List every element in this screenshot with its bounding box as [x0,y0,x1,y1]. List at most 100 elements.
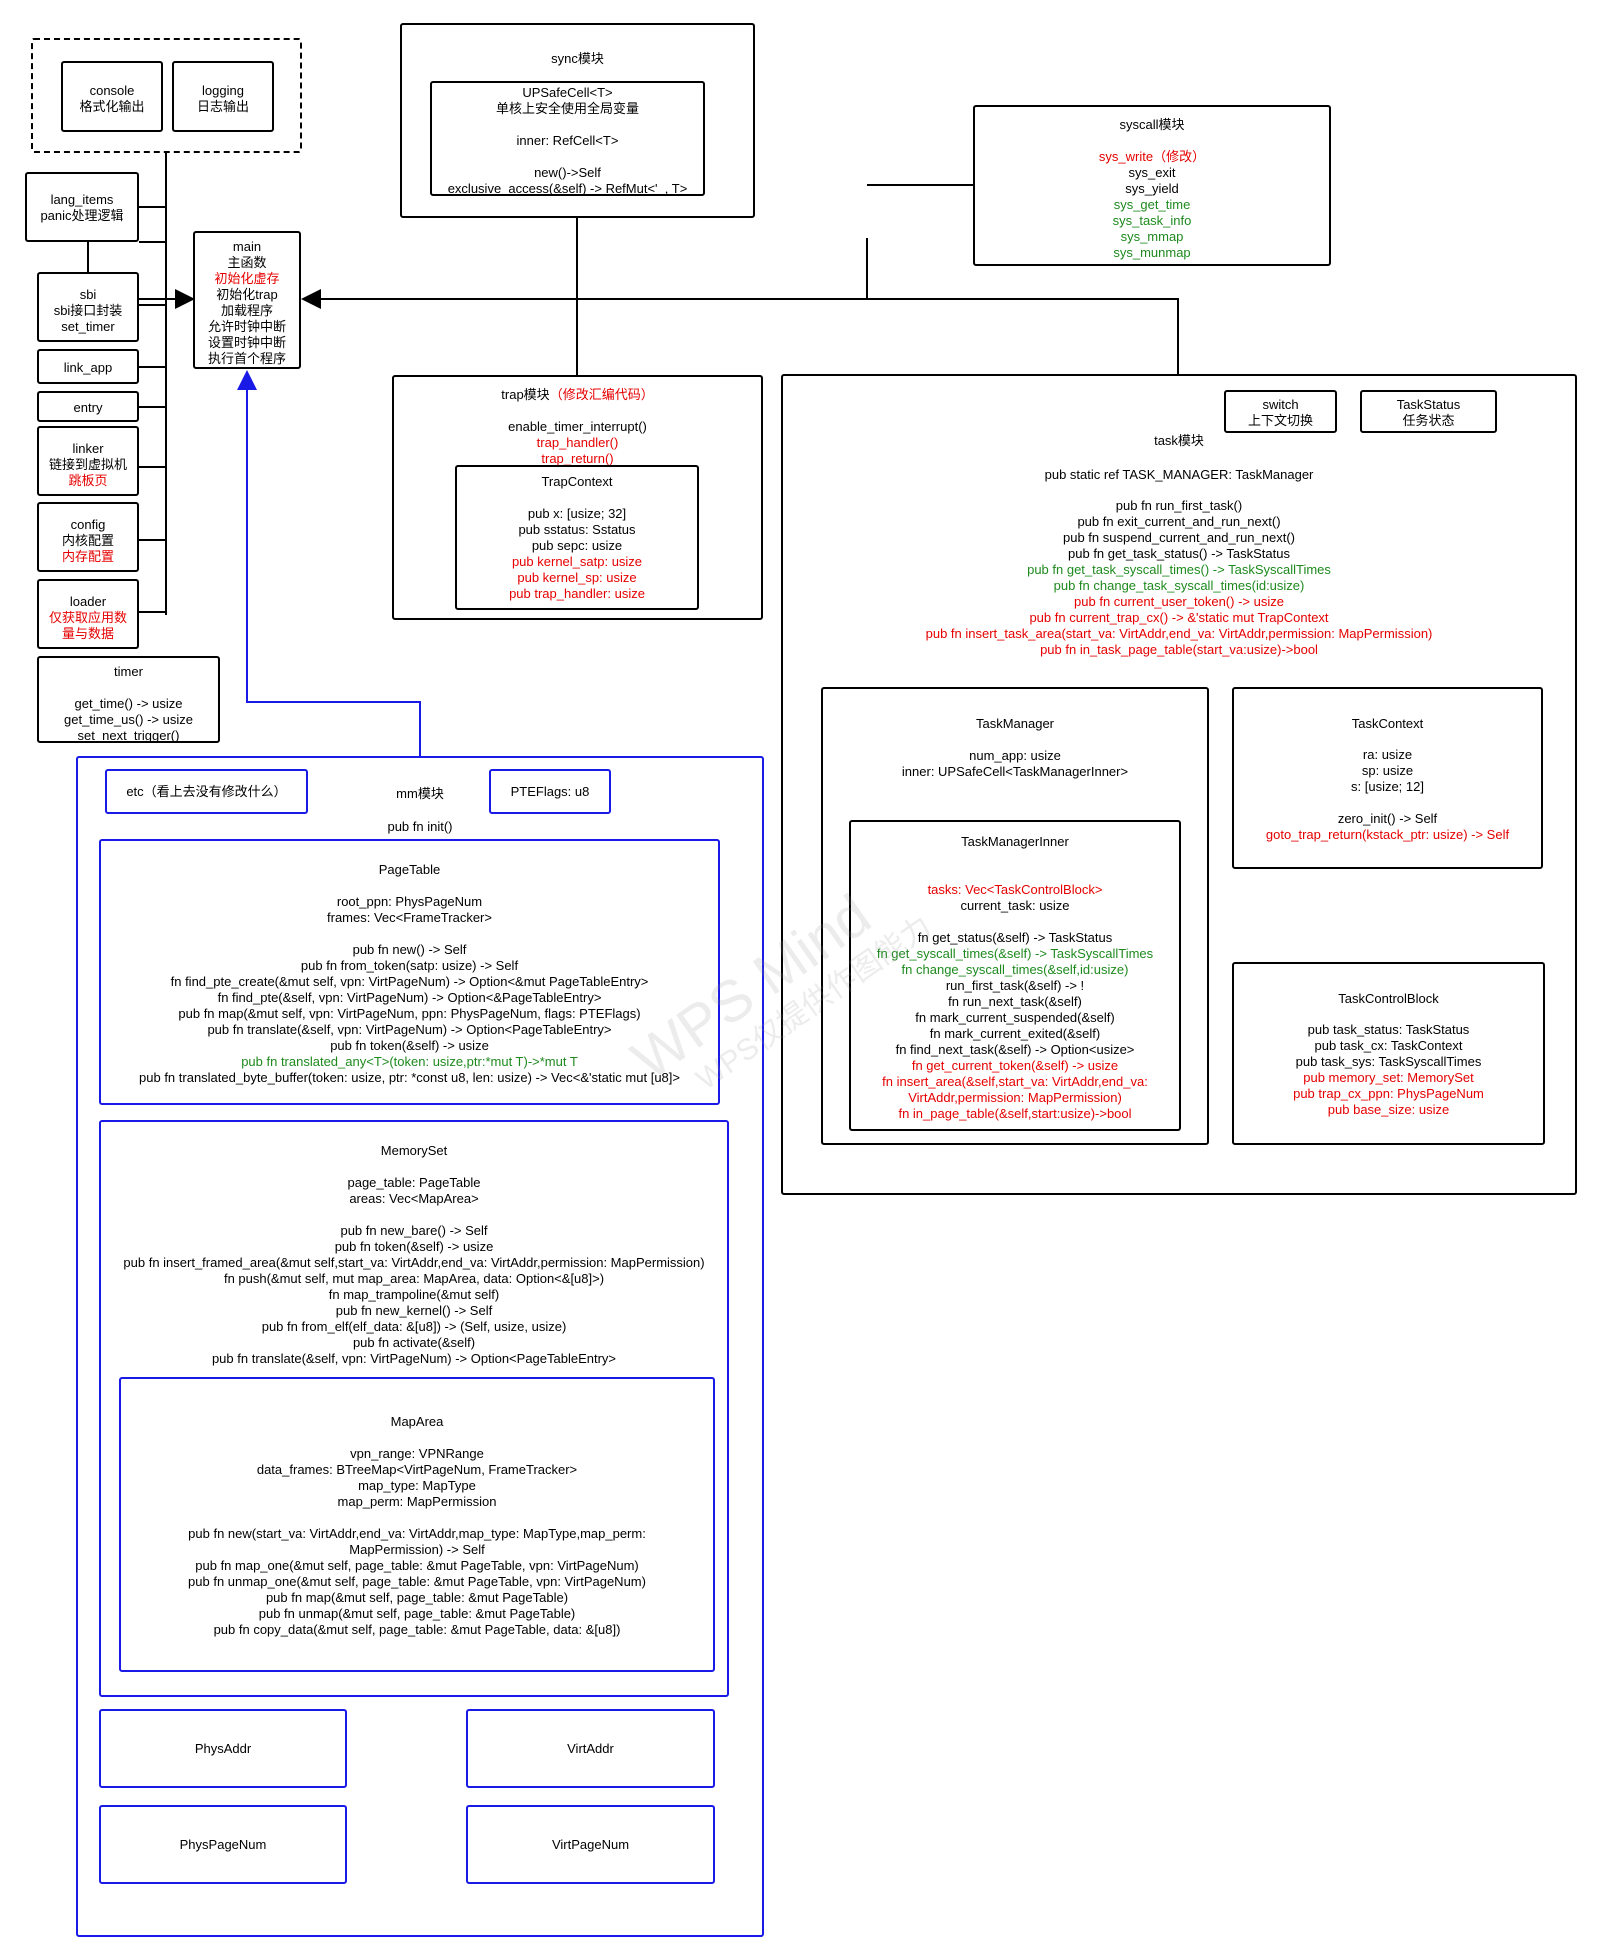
sbi-name: sbi [79,287,97,302]
task-fn: pub fn change_task_syscall_times(id:usiz… [1053,578,1305,593]
task-fn: pub fn get_task_syscall_times() -> TaskS… [1027,562,1331,577]
maparea-line: pub fn unmap(&mut self, page_table: &mut… [258,1606,576,1621]
maparea-line: data_frames: BTreeMap<VirtPageNum, Frame… [256,1462,578,1477]
linker-name: linker [72,441,104,456]
trapcontext-field: pub x: [usize; 32] [527,506,627,521]
trap-title-note: （修改汇编代码） [549,387,654,402]
linker-module: linker 链接到虚拟机 跳板页 [37,426,139,496]
linker-trampoline: 跳板页 [68,473,108,488]
physpagenum-label: PhysPageNum [179,1837,267,1852]
main-line: 主函数 [227,255,267,270]
timer-fn: get_time() -> usize [74,696,183,711]
upsafecell-line: exclusive_access(&self) -> RefMut<'_, T> [447,181,688,196]
taskcontrolblock-line: pub memory_set: MemorySet [1303,1070,1474,1085]
config-desc: 内核配置 [61,533,114,548]
maparea-title: MapArea [390,1414,444,1429]
mm-title: mm模块 [396,786,444,801]
syscall-item: sys_get_time [1113,197,1191,212]
logging-module: logging 日志输出 [172,61,274,132]
taskmanager-title: TaskManager [975,716,1055,731]
trap-title-text: trap模块 [501,387,550,402]
taskcontrolblock-line: pub task_status: TaskStatus [1307,1022,1470,1037]
taskmanagerinner-line: tasks: Vec<TaskControlBlock> [927,882,1103,897]
logging-name: logging [202,83,244,98]
memoryset-line: pub fn token(&self) -> usize [334,1239,494,1254]
logging-desc: 日志输出 [196,99,249,114]
task-fn: pub fn suspend_current_and_run_next() [1063,530,1295,545]
taskmanagerinner-line: VirtAddr,permission: MapPermission) [908,1090,1122,1105]
main-line: 加载程序 [220,303,273,318]
physpagenum-struct: PhysPageNum [99,1805,347,1884]
timer-module: timer get_time() -> usize get_time_us() … [37,656,220,743]
maparea-line: MapPermission) -> Self [349,1542,485,1557]
trap-fn: trap_handler() [536,435,619,450]
task-fn: pub fn in_task_page_table(start_va:usize… [1040,642,1318,657]
memoryset-line: pub fn new_kernel() -> Self [335,1303,493,1318]
trap-fn: trap_return() [541,451,614,466]
taskcontrolblock-line: pub trap_cx_ppn: PhysPageNum [1293,1086,1484,1101]
syscall-item: sys_mmap [1120,229,1184,244]
switch-name: switch [1262,397,1299,412]
task-title: task模块 [1154,433,1204,448]
memoryset-line: areas: Vec<MapArea> [349,1191,479,1206]
timer-fn: set_next_trigger() [77,728,180,743]
trapcontext-field: pub kernel_satp: usize [511,554,643,569]
memoryset-line: pub fn activate(&self) [352,1335,476,1350]
mm-init: pub fn init() [387,819,453,834]
linker-desc: 链接到虚拟机 [48,457,127,472]
link-app-name: link_app [63,360,113,375]
taskmanager-field: num_app: usize [969,748,1061,763]
pagetable-line [101,926,718,942]
pagetable-line: pub fn translated_any<T>(token: usize,pt… [241,1054,578,1069]
trap-fn: enable_timer_interrupt() [508,419,647,434]
upsafecell-struct: UPSafeCell<T>单核上安全使用全局变量 inner: RefCell<… [430,81,705,196]
syscall-title: syscall模块 [1119,117,1185,132]
taskcontext-line: goto_trap_return(kstack_ptr: usize) -> S… [1265,827,1510,842]
memoryset-line: fn push(&mut self, mut map_area: MapArea… [223,1271,605,1286]
pagetable-title: PageTable [378,862,441,877]
memoryset-title: MemorySet [380,1143,448,1158]
pagetable-line: pub fn map(&mut self, vpn: VirtPageNum, … [178,1006,641,1021]
trapcontext-field: pub trap_handler: usize [509,586,645,601]
memoryset-line: pub fn new_bare() -> Self [340,1223,488,1238]
taskmanagerinner-struct: TaskManagerInner tasks: Vec<TaskControlB… [849,820,1181,1131]
virtpagenum-label: VirtPageNum [551,1837,630,1852]
lang-items-desc: panic处理逻辑 [40,208,124,223]
maparea-line: pub fn unmap_one(&mut self, page_table: … [188,1574,646,1589]
taskstatus-name: TaskStatus [1396,397,1461,412]
taskmanagerinner-line: fn insert_area(&self,start_va: VirtAddr,… [882,1074,1148,1089]
taskcontrolblock-line: pub base_size: usize [1327,1102,1450,1117]
memoryset-line: pub fn translate(&self, vpn: VirtPageNum… [211,1351,617,1366]
task-manager-static: pub static ref TASK_MANAGER: TaskManager [1044,467,1314,482]
upsafecell-line: UPSafeCell<T> [522,85,613,100]
taskmanagerinner-line: fn get_current_token(&self) -> usize [911,1058,1119,1073]
task-fn: pub fn current_trap_cx() -> &'static mut… [1029,610,1329,625]
main-line: 初始化trap [216,287,278,302]
main-line: 允许时钟中断 [207,319,286,334]
pagetable-line: frames: Vec<FrameTracker> [327,910,492,925]
memoryset-line: fn map_trampoline(&mut self) [328,1287,500,1302]
pagetable-line: pub fn translated_byte_buffer(token: usi… [139,1070,680,1085]
link-app-module: link_app [37,349,139,384]
pagetable-line: fn find_pte(&self, vpn: VirtPageNum) -> … [217,990,602,1005]
memoryset-line: pub fn insert_framed_area(&mut self,star… [123,1255,705,1270]
taskmanagerinner-line: fn find_next_task(&self) -> Option<usize… [895,1042,1135,1057]
virtaddr-struct: VirtAddr [466,1709,715,1788]
upsafecell-line: inner: RefCell<T> [516,133,619,148]
task-fn: pub fn run_first_task() [1115,498,1243,513]
taskcontext-line: s: [usize; 12] [1351,779,1424,794]
console-desc: 格式化输出 [79,99,145,114]
taskmanagerinner-line: current_task: usize [960,898,1070,913]
trapcontext-field: pub sepc: usize [531,538,623,553]
